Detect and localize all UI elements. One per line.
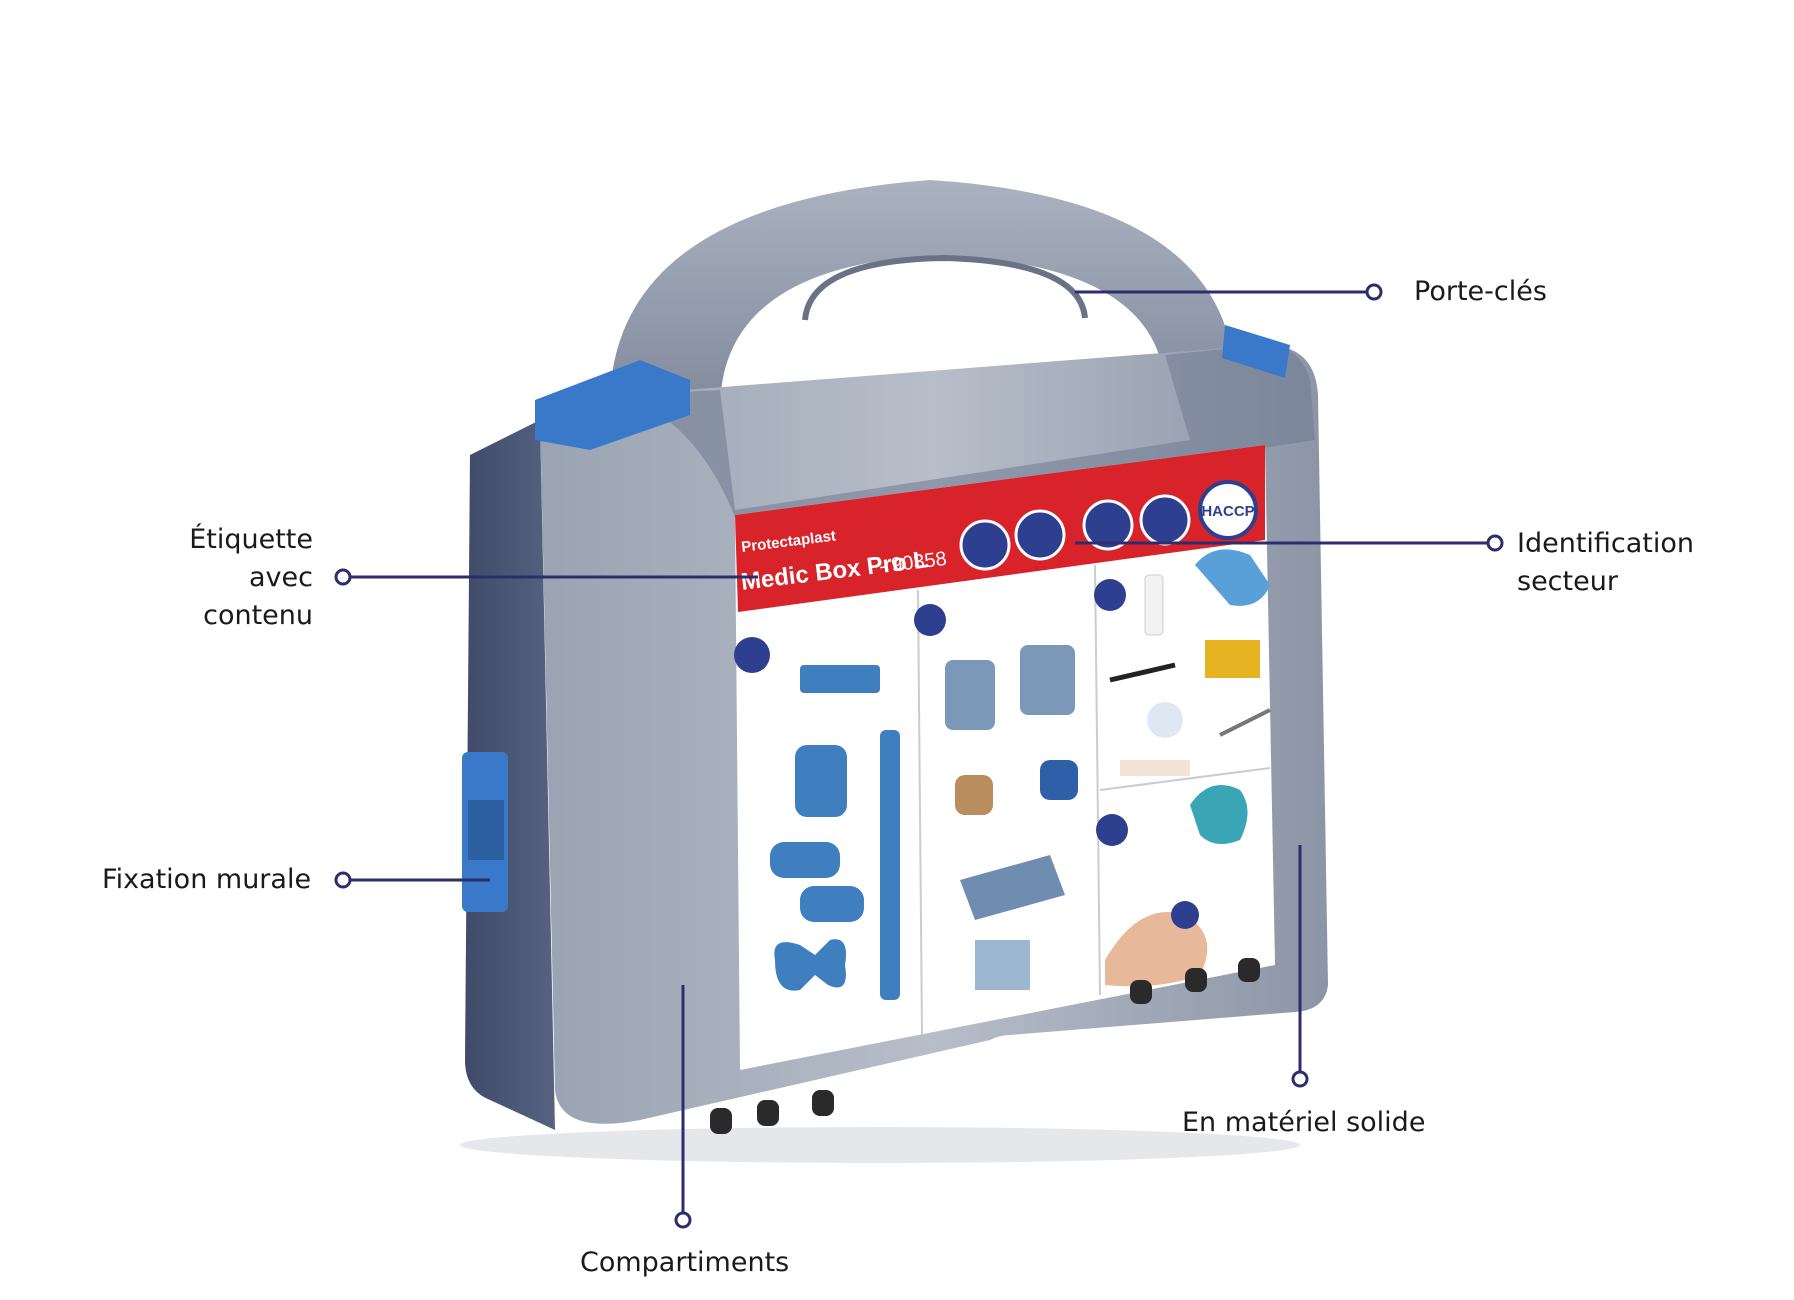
label-row-divider [1099, 767, 1271, 791]
bandage-roll-2 [1020, 645, 1075, 715]
eye-pad [1147, 702, 1183, 738]
plaster-large [795, 745, 847, 817]
label-materiel-solide: En matériel solide [1182, 1104, 1425, 1142]
callout-lines [334, 283, 1504, 1229]
haccp-seal-text: HACCP [1201, 503, 1254, 520]
tools-section-icon [1094, 579, 1126, 611]
label-etiquette-avec-contenu: Étiquette avec contenu [140, 521, 313, 635]
callout-dot-etiquette [334, 568, 352, 586]
callout-dot-materiel [1291, 1070, 1309, 1088]
haccp-seal-icon [1198, 480, 1258, 540]
case-side-panel [465, 420, 555, 1130]
label-compartiments: Compartiments [580, 1244, 789, 1282]
label-identification-secteur: Identification secteur [1517, 525, 1694, 601]
bandage-section-icon [914, 604, 946, 636]
bandage-roll-1 [945, 660, 995, 730]
case-foot [757, 1100, 779, 1126]
case-handle [609, 180, 1236, 420]
right-lid-clip [1222, 325, 1290, 378]
handle-inner-edge [802, 254, 1088, 321]
wall-mount-clip-shadow [468, 800, 504, 860]
finger-bandage [1190, 785, 1248, 844]
plaster-section-icon [734, 637, 770, 673]
case-foot [1238, 958, 1260, 982]
glove [1195, 549, 1270, 606]
emergency-blanket [1205, 640, 1260, 678]
case-feet [710, 958, 1260, 1134]
label-fixation-murale: Fixation murale [102, 861, 311, 899]
label-porte-cles: Porte-clés [1414, 273, 1547, 311]
plaster-strip [880, 730, 900, 1000]
label-etiquette-line3: contenu [203, 600, 313, 631]
plaster-small-1 [770, 842, 840, 878]
case-foot [1185, 968, 1207, 992]
gauze-pack [960, 855, 1065, 920]
label-column-divider-2 [1094, 564, 1101, 996]
left-lid-clip [535, 360, 690, 450]
compress [975, 940, 1030, 990]
finger-section-icon [1096, 814, 1128, 846]
hand-illustration [1105, 912, 1208, 987]
label-etiquette-line2: avec [249, 562, 313, 593]
label-compartiments-text: Compartiments [580, 1247, 790, 1278]
label-card-body [735, 445, 1275, 1070]
label-fixation-text: Fixation murale [102, 864, 312, 895]
case-foot [1130, 980, 1152, 1004]
label-porte-cles-text: Porte-clés [1414, 276, 1547, 307]
contents-label-card: HACCP Protectaplast Medic Box Pro L - 90… [734, 445, 1275, 1070]
nurse-icon [959, 519, 1011, 571]
plaster-pack [1120, 760, 1190, 776]
finger-bandage-2 [1171, 901, 1199, 929]
worker-icon [1014, 509, 1066, 561]
cohesive-bandage [1040, 760, 1078, 800]
case-foot [812, 1090, 834, 1116]
plaster-small-2 [800, 886, 864, 922]
case-foot [710, 1108, 732, 1134]
plaster-butterfly [774, 939, 846, 991]
label-column-divider-1 [917, 589, 923, 1036]
catering-sector-icon [1139, 494, 1191, 546]
callout-dot-fixation [334, 871, 352, 889]
label-materiel-text: En matériel solide [1182, 1107, 1426, 1138]
callout-dot-porte-cles [1365, 283, 1383, 301]
callout-dot-identification [1486, 534, 1504, 552]
scissors [1109, 662, 1176, 683]
label-etiquette-line1: Étiquette [189, 524, 313, 555]
label-identification-line1: Identification [1517, 528, 1695, 559]
label-identification-line2: secteur [1517, 566, 1618, 597]
plaster-dispenser [800, 665, 880, 693]
case-shadow [460, 1127, 1300, 1163]
industry-sector-icon [1082, 499, 1134, 551]
tweezers [1219, 708, 1271, 737]
callout-dot-compartiments [674, 1211, 692, 1229]
handle-opening [805, 260, 1085, 376]
spray-bottle [1144, 574, 1164, 636]
tape-roll [955, 775, 993, 815]
